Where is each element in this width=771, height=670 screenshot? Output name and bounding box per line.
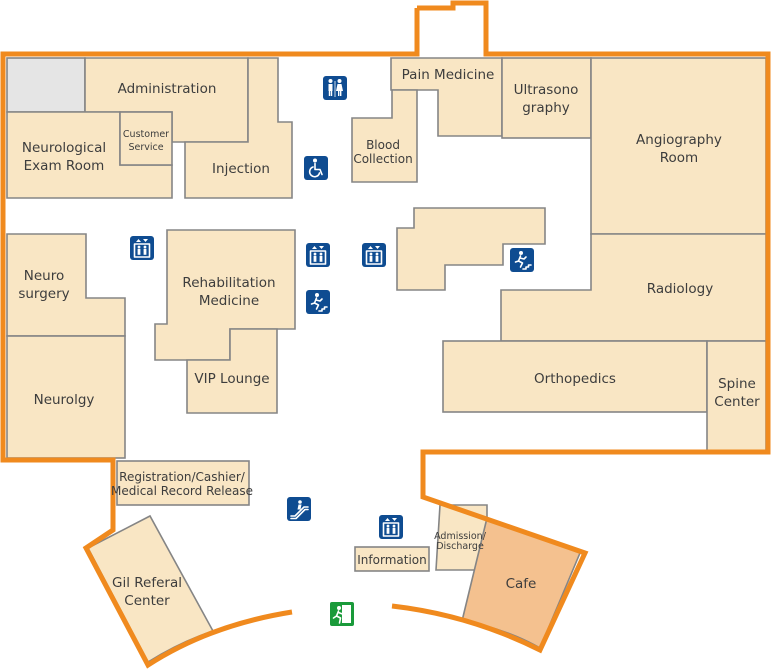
emergency-stairs-icon[interactable] bbox=[509, 247, 535, 273]
label-spine: Spine bbox=[718, 376, 756, 392]
room-vip-lounge[interactable] bbox=[186, 328, 278, 414]
escalator-icon[interactable] bbox=[287, 497, 311, 521]
room-blood-collection[interactable] bbox=[351, 89, 418, 183]
label-admission: Admission/ bbox=[434, 531, 487, 542]
label-exam-room: Exam Room bbox=[24, 158, 105, 174]
label-blood: Blood bbox=[366, 138, 400, 152]
label-spine-center: Center bbox=[714, 394, 760, 410]
room-radiology[interactable] bbox=[500, 233, 767, 342]
label-ultrasono: Ultrasono bbox=[514, 82, 579, 98]
elevator-icon[interactable] bbox=[305, 242, 331, 268]
wheelchair-accessible-icon[interactable] bbox=[304, 156, 328, 180]
unused-room bbox=[6, 57, 86, 113]
label-rehabilitation: Rehabilitation bbox=[182, 275, 275, 291]
labels-layer: Administration Neurological Exam Room Cu… bbox=[18, 67, 760, 609]
room-ultrasonography[interactable] bbox=[501, 57, 592, 139]
label-rehab-medicine: Medicine bbox=[199, 293, 259, 309]
label-neurological: Neurological bbox=[22, 140, 106, 156]
room-neurology[interactable] bbox=[6, 335, 126, 459]
label-customer: Customer bbox=[123, 129, 169, 140]
label-gil-referal: Gil Referal bbox=[112, 575, 182, 591]
emergency-stairs-icon[interactable] bbox=[305, 289, 331, 315]
room-customer-service[interactable] bbox=[119, 111, 173, 166]
label-graphy: graphy bbox=[522, 100, 570, 116]
label-registration: Registration/Cashier/ bbox=[119, 470, 246, 484]
icons-layer bbox=[129, 76, 535, 626]
elevator-icon[interactable] bbox=[361, 242, 387, 268]
rooms-layer bbox=[6, 57, 767, 664]
label-neuro: Neuro bbox=[24, 268, 64, 284]
elevator-icon[interactable] bbox=[378, 514, 404, 540]
label-discharge: Discharge bbox=[436, 541, 484, 552]
label-collection: Collection bbox=[353, 152, 412, 166]
label-angiography: Angiography bbox=[636, 132, 722, 148]
emergency-exit-icon[interactable] bbox=[330, 602, 354, 626]
room-injection[interactable] bbox=[184, 57, 293, 199]
label-service: Service bbox=[128, 142, 163, 153]
label-injection: Injection bbox=[212, 161, 270, 177]
label-orthopedics: Orthopedics bbox=[534, 371, 616, 387]
room-spine-center[interactable] bbox=[706, 340, 767, 453]
label-cafe: Cafe bbox=[506, 576, 537, 592]
room-orthopedics[interactable] bbox=[442, 340, 708, 413]
room-neurosurgery[interactable] bbox=[6, 233, 126, 337]
label-angiography-room: Room bbox=[660, 150, 698, 166]
label-administration: Administration bbox=[118, 81, 217, 97]
elevator-icon[interactable] bbox=[129, 235, 155, 261]
label-information: Information bbox=[357, 553, 426, 567]
label-neurology: Neurolgy bbox=[34, 392, 95, 408]
room-information[interactable] bbox=[354, 546, 430, 572]
label-radiology: Radiology bbox=[647, 281, 714, 297]
room-registration[interactable] bbox=[116, 460, 250, 506]
label-gil-center: Center bbox=[124, 593, 170, 609]
label-pain-medicine: Pain Medicine bbox=[402, 67, 495, 83]
service-core bbox=[396, 207, 546, 291]
room-angiography[interactable] bbox=[590, 57, 767, 235]
label-vip-lounge: VIP Lounge bbox=[194, 371, 269, 387]
label-surgery: surgery bbox=[18, 286, 69, 302]
restroom-icon[interactable] bbox=[323, 76, 347, 100]
label-medical-record: Medical Record Release bbox=[111, 484, 253, 498]
